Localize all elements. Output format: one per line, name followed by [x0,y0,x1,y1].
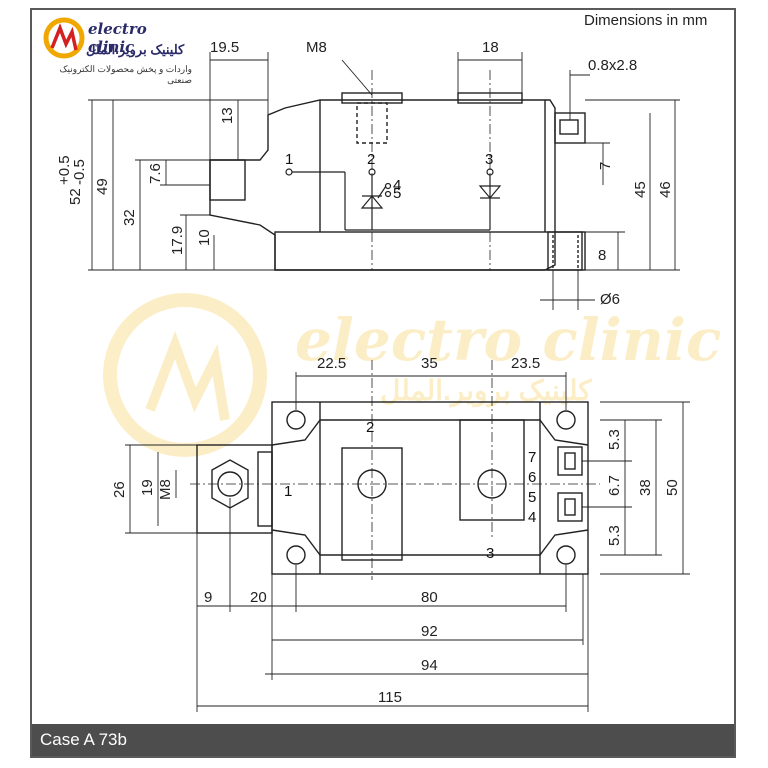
dim-5-3-top: 5.3 [606,429,623,450]
side-dimension-lines [88,52,680,310]
dim-13: 13 [219,107,236,124]
top-pin-3: 3 [486,545,494,562]
dim-5-3-bottom: 5.3 [606,525,623,546]
watermark-ring [103,293,267,457]
aux-slot-bottom [564,498,576,516]
corner-tr [539,402,589,446]
dim-20: 20 [250,589,267,606]
corner-br [539,529,589,574]
dim-7-6: 7.6 [147,163,164,184]
logo-mark-icon [43,17,85,59]
logo: electro clinic کلینیک برویر.الملل واردات… [42,14,192,85]
side-pin-3: 3 [485,151,493,168]
tab-slot [559,119,579,135]
dim-19: 19 [139,479,156,496]
top-pin-7: 7 [528,449,536,466]
dim-92: 92 [421,623,438,640]
dim-m8-top: M8 [157,479,174,500]
side-view [88,52,680,310]
dim-17-9: 17.9 [169,226,186,255]
terminal-1-plate [196,444,273,534]
dim-10: 10 [196,229,213,246]
logo-persian-tagline: واردات و پخش محصولات الکترونیک صنعتی [59,64,192,85]
mount-hole-tl [286,410,306,430]
pin-5-node [384,190,392,198]
leader-m8 [341,59,373,96]
circuit-schematic [285,168,502,231]
mount-hole-section [547,231,583,271]
housing-top [319,419,541,556]
top-pin-5: 5 [528,489,536,506]
module-body-outline [209,99,556,271]
base-plate [274,231,586,271]
mount-hole-tr [556,410,576,430]
dim-50: 50 [664,479,681,496]
dim-22-5: 22.5 [317,355,346,372]
dim-38: 38 [637,479,654,496]
watermark-brand: electro clinic [295,306,721,374]
watermark-persian: کلینیک برویر.الملل [380,375,592,408]
dim-6-7: 6.7 [606,475,623,496]
top-pin-6: 6 [528,469,536,486]
pin-4-node [384,182,392,190]
side-pin-2: 2 [367,151,375,168]
dim-0-8x2-8: 0.8x2.8 [588,57,637,74]
dim-26: 26 [111,481,128,498]
top-pin-4: 4 [528,509,536,526]
logo-persian-name: کلینیک برویر.الملل [86,42,185,57]
dim-52-tol-plus: +0.5 [56,155,73,185]
dim-80: 80 [421,589,438,606]
dim-23-5: 23.5 [511,355,540,372]
top-pin-2: 2 [366,419,374,436]
dim-49: 49 [94,178,111,195]
m8-nut [211,459,249,509]
corner-tl [271,402,321,446]
dim-7-side: 7 [597,162,614,170]
watermark: electro clinic کلینیک برویر.الملل [103,293,721,457]
case-label: Case A 73b [32,724,734,756]
dim-35: 35 [421,355,438,372]
dim-46: 46 [657,181,674,198]
dim-45: 45 [632,181,649,198]
aux-terminal-4-5 [557,492,583,522]
drawing-frame [30,8,736,758]
watermark-mark [145,330,230,421]
dim-m8-side: M8 [306,39,327,56]
mount-hole-br [556,545,576,565]
units-note: Dimensions in mm [584,12,708,29]
mount-hole-bl [286,545,306,565]
dim-8: 8 [598,247,606,264]
dim-32: 32 [121,209,138,226]
dim-94: 94 [421,657,438,674]
side-pin-5: 5 [393,185,401,202]
dim-52: 52 [67,188,84,205]
terminal-1-block [209,159,246,201]
thyristor-symbol [360,195,384,209]
corner-bl [271,529,321,574]
diode-symbol [478,185,502,199]
aux-slot-top [564,452,576,470]
terminal-1-neck [257,451,273,527]
side-pin-1: 1 [285,151,293,168]
top-view [125,360,690,712]
dim-52-tol-minus: -0.5 [71,159,88,185]
logo-brand: electro clinic [88,20,147,56]
dim-18: 18 [482,39,499,56]
dim-9: 9 [204,589,212,606]
dim-19-5: 19.5 [210,39,239,56]
aux-terminal-7-6 [557,446,583,476]
top-dimension-lines [125,372,690,712]
dim-115: 115 [378,689,402,706]
side-pin-4: 4 [393,177,401,194]
gate-lead [377,185,387,199]
pin-1-node [285,168,293,176]
dim-phi6: Ø6 [600,291,620,308]
top-pin-1: 1 [284,483,292,500]
